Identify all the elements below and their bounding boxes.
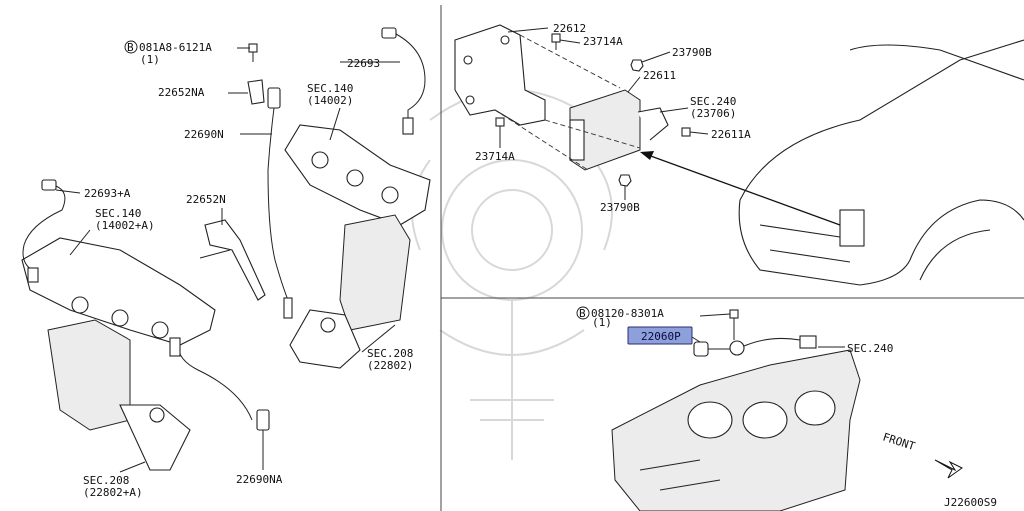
front-arrow-icon bbox=[934, 459, 963, 479]
label-23714a-bottom: 23714A bbox=[475, 150, 515, 163]
label-22652na: 22652NA bbox=[158, 86, 205, 99]
sensor-22690n bbox=[267, 87, 293, 319]
nut-23790b-top bbox=[630, 59, 644, 72]
label-bolt-08120: B 08120-8301A (1) bbox=[576, 306, 664, 329]
label-sec140-left: SEC.140 bbox=[95, 207, 141, 220]
bracket-22652na bbox=[247, 79, 265, 105]
engine-block bbox=[611, 349, 861, 511]
label-sec240-bottom: SEC.240 bbox=[847, 342, 893, 355]
diagram-id: J22600S9 bbox=[944, 496, 997, 509]
label-22693: 22693 bbox=[347, 57, 380, 70]
front-label: FRONT bbox=[881, 430, 917, 453]
bolt-081a8-qty: (1) bbox=[140, 53, 160, 66]
ecm-22611 bbox=[569, 89, 641, 171]
label-sec240-top-sub: (23706) bbox=[690, 107, 736, 120]
label-sec140-left-sub: (14002+A) bbox=[95, 219, 155, 232]
label-23790b-top: 23790B bbox=[672, 46, 712, 59]
label-23714a-top: 23714A bbox=[583, 35, 623, 48]
label-22690na: 22690NA bbox=[236, 473, 283, 486]
sensor-22693 bbox=[381, 27, 426, 135]
catalyst-right bbox=[289, 214, 411, 369]
bolt-22611a bbox=[681, 127, 691, 137]
label-sec140-top-sub: (14002) bbox=[307, 94, 353, 107]
knock-sensor-22060p bbox=[693, 335, 817, 357]
bracket-22652n bbox=[199, 219, 266, 301]
bolt-08120 bbox=[729, 309, 739, 340]
label-22612: 22612 bbox=[553, 22, 586, 35]
nut-23790b-bottom bbox=[618, 174, 632, 187]
ecm-location-arrow bbox=[647, 154, 841, 226]
sensor-22693a bbox=[22, 179, 66, 283]
bolt-081a8-label: 081A8-6121A bbox=[139, 41, 212, 54]
catalyst-left bbox=[47, 319, 191, 471]
label-sec140-top: SEC.140 bbox=[307, 82, 353, 95]
label-22611: 22611 bbox=[643, 69, 676, 82]
label-23790b-bottom: 23790B bbox=[600, 201, 640, 214]
label-sec208-left-sub: (22802+A) bbox=[83, 486, 143, 499]
exhaust-manifold-left bbox=[21, 237, 216, 346]
bolt-08120-prefix: B bbox=[579, 307, 586, 320]
sensor-22690na bbox=[169, 337, 270, 431]
bolt-23714a-top bbox=[551, 33, 561, 50]
label-sec208-left: SEC.208 bbox=[83, 474, 129, 487]
label-22693a: 22693+A bbox=[84, 187, 131, 200]
bolt-081a8-prefix: B bbox=[127, 41, 134, 54]
label-sec208-right: SEC.208 bbox=[367, 347, 413, 360]
ecm-bracket-22612 bbox=[454, 24, 546, 126]
label-22652n: 22652N bbox=[186, 193, 226, 206]
highlight-22060p-box[interactable] bbox=[627, 326, 693, 345]
ecm-clip-23706 bbox=[637, 107, 669, 141]
bolt-081a8 bbox=[248, 43, 258, 62]
exhaust-manifold-right bbox=[284, 124, 431, 226]
label-bolt-081a8: B 081A8-6121A (1) bbox=[124, 40, 212, 66]
front-direction-indicator: FRONT bbox=[881, 430, 963, 479]
bolt-08120-qty: (1) bbox=[592, 316, 612, 329]
label-22060p[interactable]: 22060P bbox=[641, 330, 681, 343]
label-22690n: 22690N bbox=[184, 128, 224, 141]
car-outline bbox=[738, 39, 1024, 286]
label-sec240-top: SEC.240 bbox=[690, 95, 736, 108]
bolt-23714a-bottom bbox=[495, 117, 505, 127]
label-sec208-right-sub: (22802) bbox=[367, 359, 413, 372]
bolt-08120-label: 08120-8301A bbox=[591, 307, 664, 320]
label-22611a: 22611A bbox=[711, 128, 751, 141]
